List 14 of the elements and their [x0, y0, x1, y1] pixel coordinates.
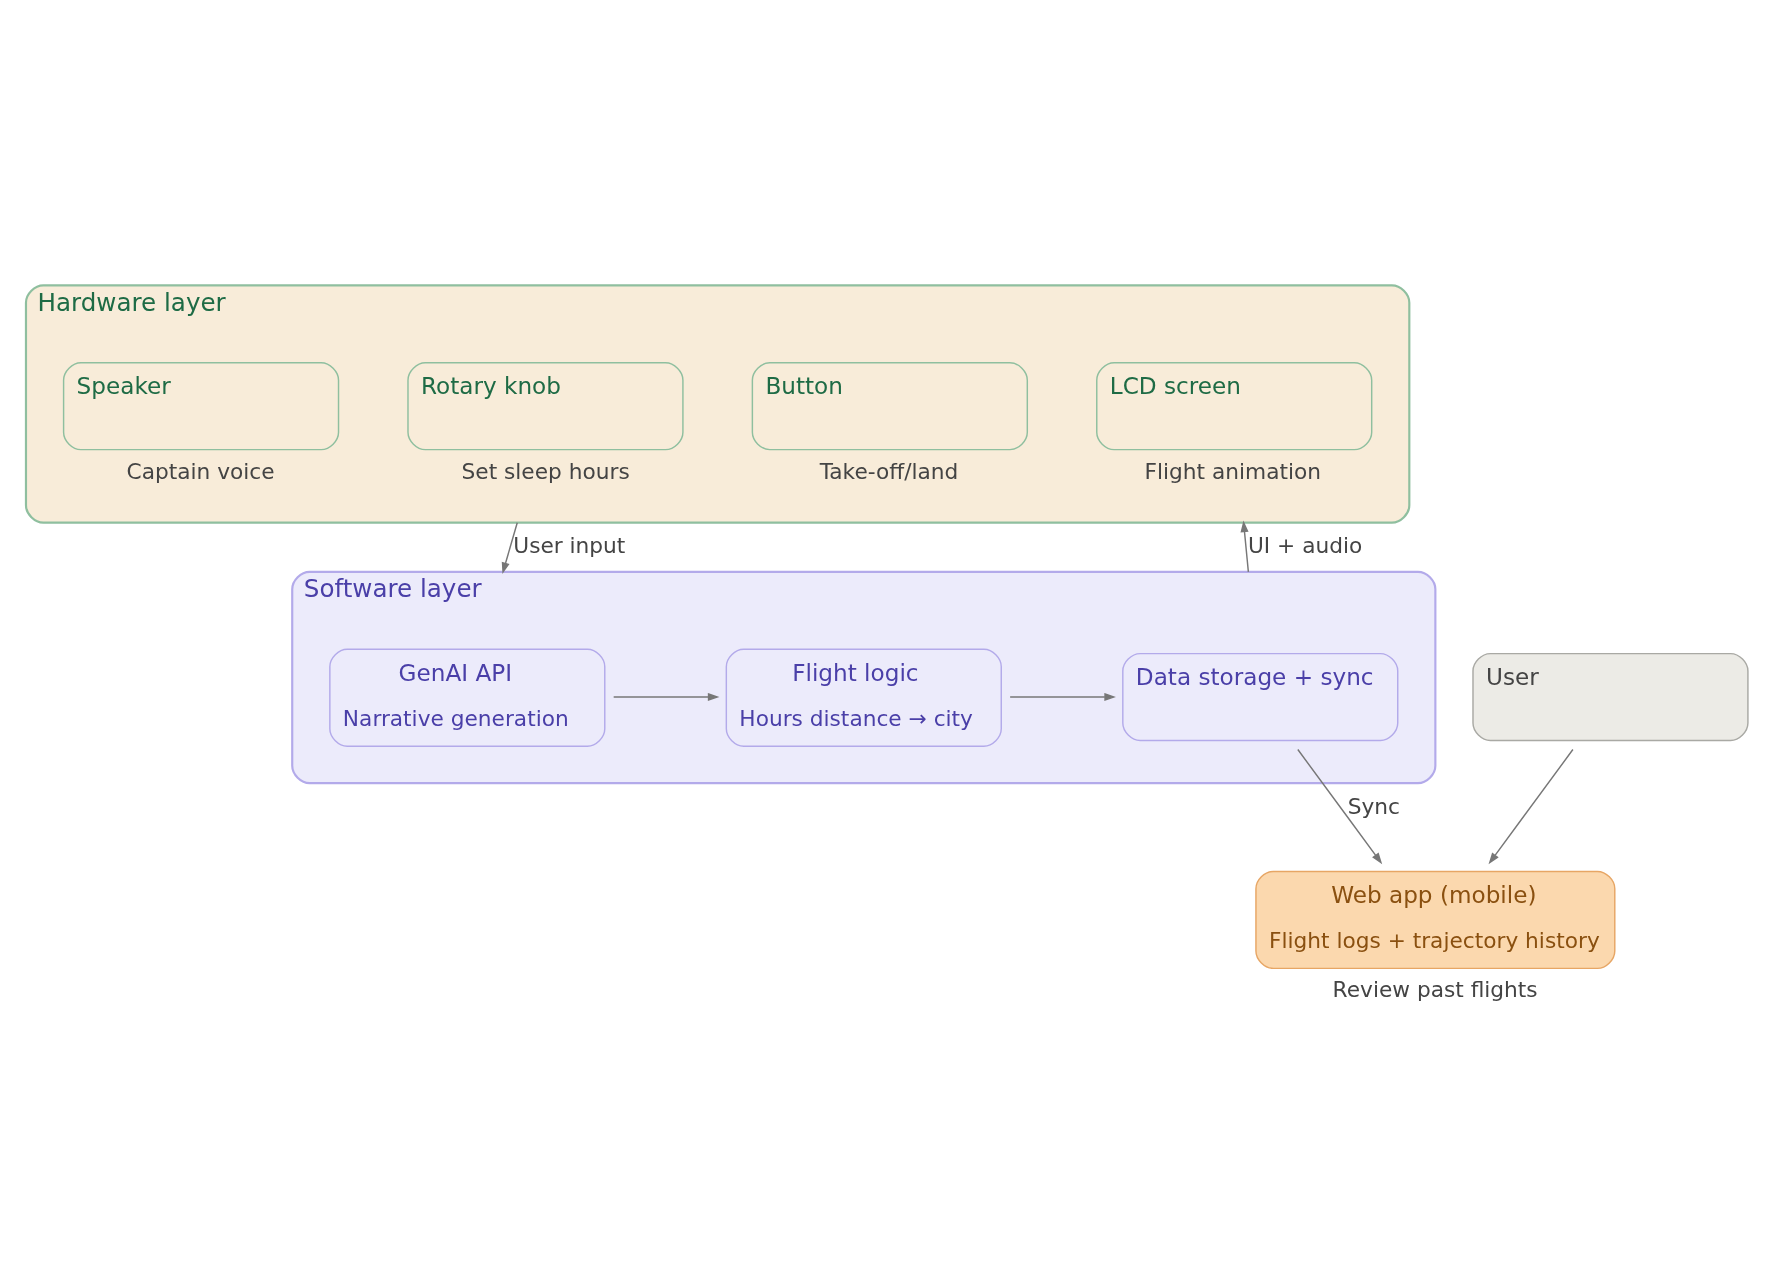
node-label: Take-off/land — [819, 458, 959, 484]
edge-label: User input — [513, 532, 626, 558]
arrow — [612, 692, 720, 701]
node-label: Review past flights — [1332, 976, 1538, 1002]
arrow — [1009, 692, 1116, 701]
edge-label: UI + audio — [1247, 532, 1363, 558]
edge-label: Sync — [1347, 793, 1401, 819]
arrow — [1297, 748, 1383, 864]
arrow — [501, 521, 518, 574]
arrow — [1488, 748, 1574, 864]
node-label: Captain voice — [126, 458, 275, 484]
node-label: Flight animation — [1144, 458, 1321, 484]
node-label: Set sleep hours — [461, 458, 630, 484]
arrow — [1240, 520, 1250, 573]
